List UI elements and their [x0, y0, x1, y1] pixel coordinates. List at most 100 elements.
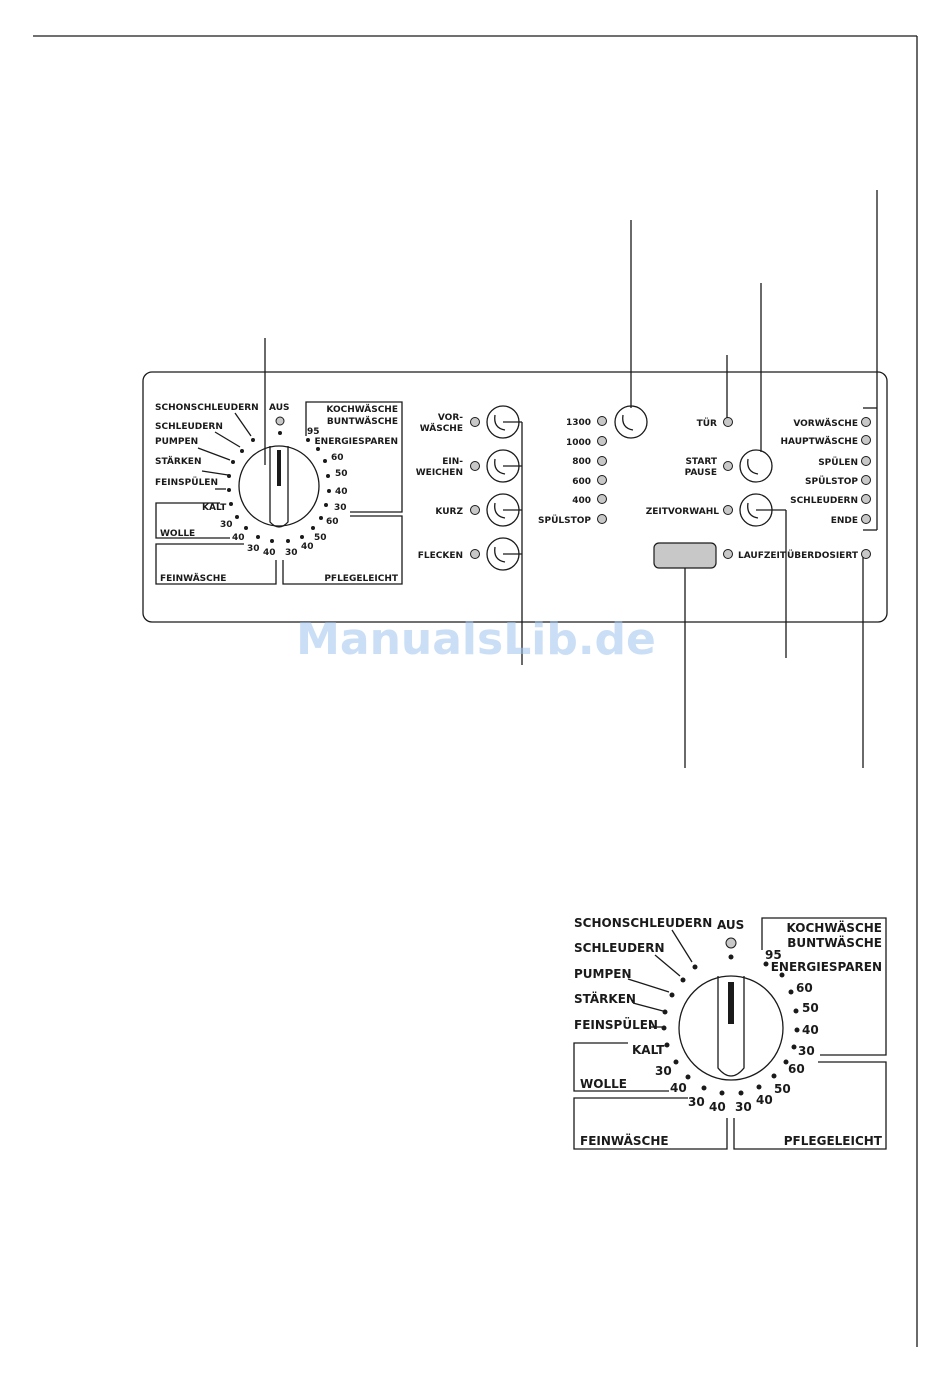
svg-text:WÄSCHE: WÄSCHE [420, 423, 463, 434]
phase-indicator-list: VORWÄSCHE HAUPTWÄSCHE SPÜLEN SPÜLSTOP SC… [780, 417, 871, 526]
dial-label-staerken: STÄRKEN [155, 456, 201, 467]
spin-1000: 1000 [566, 438, 591, 448]
aus-led [275, 416, 285, 426]
door-label: TÜR [697, 418, 717, 429]
dial-knob-large[interactable] [678, 975, 784, 1081]
program-dial-large[interactable] [678, 975, 784, 1081]
dial-large-kochwaesche: KOCHWÄSCHE [787, 920, 882, 935]
dial-large-pflegeleicht: PFLEGELEICHT [784, 1134, 883, 1148]
watermark: ManualsLib.de [296, 614, 656, 665]
dial-large-buntwaesche: BUNTWÄSCHE [787, 935, 882, 950]
svg-text:FLECKEN: FLECKEN [418, 551, 463, 561]
dial-label-schleudern: SCHLEUDERN [155, 422, 223, 432]
dial-indicator [277, 450, 281, 486]
dial-label-pflege-50: 50 [314, 533, 327, 543]
dial-large-fein-40: 40 [709, 1100, 726, 1114]
start-pause-led [723, 461, 733, 471]
dial-indicator-large [728, 982, 734, 1024]
spin-spuelstop: SPÜLSTOP [538, 515, 591, 526]
dial-label-kochwaesche: KOCHWÄSCHE [326, 404, 398, 415]
dial-large-kalt: KALT [632, 1043, 665, 1057]
dial-large-feinwaesche: FEINWÄSCHE [580, 1133, 669, 1148]
dial-large-wolle: WOLLE [580, 1077, 627, 1091]
spin-400: 400 [572, 496, 591, 506]
svg-text:WEICHEN: WEICHEN [416, 468, 463, 478]
dial-large-energiesparen: ENERGIESPAREN [771, 960, 882, 974]
option-button-flecken[interactable]: FLECKEN [418, 537, 520, 571]
dial-large-koch-50: 50 [802, 1001, 819, 1015]
svg-text:EIN-: EIN- [442, 457, 463, 467]
dial-large-aus: AUS [717, 918, 744, 932]
dial-label-aus: AUS [269, 403, 289, 413]
dial-label-pumpen: PUMPEN [155, 437, 198, 447]
dial-label-wolle-30: 30 [220, 520, 233, 530]
led-vorwaesche [470, 417, 480, 427]
dial-label-feinspuelen: FEINSPÜLEN [155, 477, 218, 488]
dial-large-wolle-30: 30 [655, 1064, 672, 1078]
dial-knob[interactable] [238, 445, 320, 527]
ueberdosiert-led [861, 549, 871, 559]
laufzeit-label: LAUFZEIT [738, 551, 787, 561]
spin-600: 600 [572, 477, 591, 487]
spin-1300: 1300 [566, 418, 591, 428]
phase-ende: ENDE [831, 516, 858, 526]
dial-label-pflege-30: 30 [285, 548, 298, 558]
control-panel-outline [142, 371, 888, 623]
phase-hauptwaesche: HAUPTWÄSCHE [780, 436, 858, 447]
dial-large-fein-30: 30 [688, 1095, 705, 1109]
dial-large-koch-60: 60 [796, 981, 813, 995]
option-button-vorwaesche[interactable]: VOR- WÄSCHE [420, 405, 520, 439]
time-display [653, 542, 717, 569]
dial-large-schleudern: SCHLEUDERN [574, 941, 665, 955]
dial-large-pumpen: PUMPEN [574, 967, 632, 981]
led-kurz [470, 505, 480, 515]
dial-label-fein-30: 30 [247, 544, 260, 554]
phase-spuelen: SPÜLEN [818, 457, 858, 468]
led-flecken [470, 549, 480, 559]
dial-large-schonschleudern: SCHONSCHLEUDERN [574, 916, 712, 930]
dial-large-koch-95: 95 [765, 948, 782, 962]
dial-large-pflege-60: 60 [788, 1062, 805, 1076]
dial-label-pflege-40: 40 [301, 542, 314, 552]
dial-label-kalt: KALT [202, 503, 227, 513]
dial-large-koch-40: 40 [802, 1023, 819, 1037]
spin-800: 800 [572, 457, 591, 467]
dial-label-koch-40: 40 [335, 487, 348, 497]
dial-large-pflege-50: 50 [774, 1082, 791, 1096]
phase-vorwaesche: VORWÄSCHE [793, 418, 858, 429]
zeitvorwahl-led [723, 505, 733, 515]
dial-label-buntwaesche: BUNTWÄSCHE [327, 416, 398, 427]
dial-label-energiesparen: ENERGIESPAREN [315, 437, 398, 447]
spin-speed-list: 1300 1000 800 600 400 SPÜLSTOP [538, 416, 607, 526]
dial-label-koch-95: 95 [307, 427, 320, 437]
aus-led-large [725, 937, 737, 949]
ueberdosiert-label: ÜBERDOSIERT [787, 550, 859, 561]
dial-grip-large [717, 976, 745, 1077]
dial-label-koch-30: 30 [334, 503, 347, 513]
dial-grip [269, 446, 289, 528]
dial-label-koch-50: 50 [335, 469, 348, 479]
start-pause-button[interactable]: START PAUSE [685, 449, 773, 483]
program-dial-small[interactable] [238, 445, 320, 528]
zeitvorwahl-button[interactable]: ZEITVORWAHL [646, 493, 773, 527]
svg-text:START: START [685, 457, 717, 467]
dial-large-pflege-40: 40 [756, 1093, 773, 1107]
laufzeit-led [723, 549, 733, 559]
spin-speed-button[interactable] [614, 405, 648, 439]
svg-text:PAUSE: PAUSE [685, 468, 717, 478]
dial-label-pflegeleicht: PFLEGELEICHT [324, 574, 399, 584]
dial-large-koch-30: 30 [798, 1044, 815, 1058]
dial-large-staerken: STÄRKEN [574, 991, 636, 1006]
dial-large-pflege-30: 30 [735, 1100, 752, 1114]
option-button-kurz[interactable]: KURZ [435, 493, 520, 527]
svg-text:KURZ: KURZ [435, 507, 463, 517]
dial-label-wolle: WOLLE [160, 529, 195, 539]
led-einweichen [470, 461, 480, 471]
svg-text:VOR-: VOR- [438, 413, 463, 423]
dial-label-koch-60: 60 [331, 453, 344, 463]
phase-schleudern: SCHLEUDERN [790, 496, 858, 506]
dial-large-wolle-40: 40 [670, 1081, 687, 1095]
option-button-einweichen[interactable]: EIN- WEICHEN [416, 449, 520, 483]
dial-label-feinwaesche: FEINWÄSCHE [160, 573, 226, 584]
phase-spuelstop: SPÜLSTOP [805, 476, 858, 487]
